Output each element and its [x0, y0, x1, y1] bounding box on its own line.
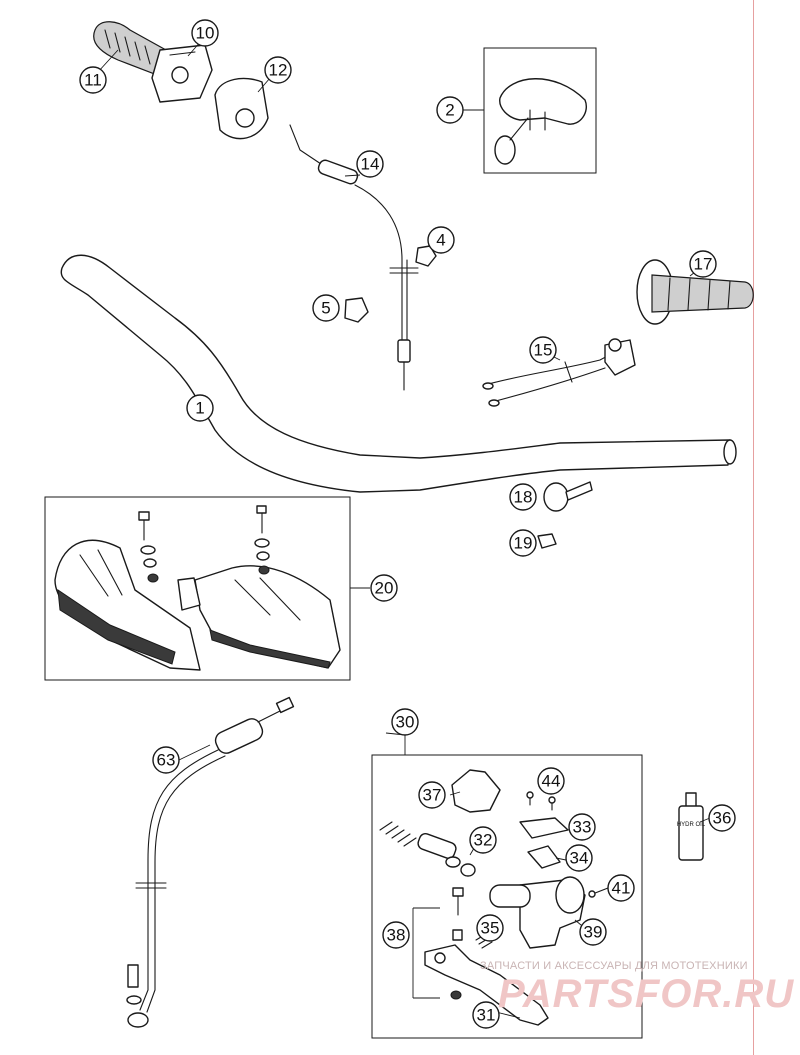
callout-2: 2	[436, 96, 464, 124]
cover-cap[interactable]	[499, 78, 587, 131]
svg-text:63: 63	[157, 751, 176, 770]
callout-34: 34	[565, 844, 593, 872]
callout-31: 31	[472, 1001, 500, 1029]
callout-36: 36	[708, 804, 736, 832]
reservoir-cover[interactable]	[519, 817, 569, 839]
svg-text:4: 4	[436, 231, 445, 250]
callout-32: 32	[469, 826, 497, 854]
clamp-bolt[interactable]	[588, 887, 609, 898]
svg-text:1: 1	[195, 399, 204, 418]
svg-text:2: 2	[445, 101, 454, 120]
svg-text:30: 30	[396, 713, 415, 732]
svg-text:18: 18	[514, 488, 533, 507]
callout-5: 5	[312, 294, 340, 322]
svg-text:41: 41	[612, 879, 631, 898]
svg-text:15: 15	[534, 341, 553, 360]
reservoir-clamp[interactable]	[451, 769, 501, 813]
hand-guard-right[interactable]	[177, 565, 341, 669]
frame-handguards	[44, 496, 351, 681]
hand-guard-left[interactable]	[54, 539, 201, 671]
cable-clip[interactable]	[344, 297, 369, 323]
svg-text:19: 19	[514, 534, 533, 553]
callout-1: 1	[186, 394, 214, 422]
callout-17: 17	[689, 250, 717, 278]
callout-39: 39	[579, 918, 607, 946]
svg-text:14: 14	[361, 155, 380, 174]
callout-14: 14	[356, 150, 384, 178]
callout-12: 12	[264, 56, 292, 84]
callout-19: 19	[509, 529, 537, 557]
svg-text:32: 32	[474, 831, 493, 850]
callout-41: 41	[607, 874, 635, 902]
reservoir-diaphragm[interactable]	[527, 845, 561, 869]
callout-4: 4	[427, 226, 455, 254]
callout-38: 38	[382, 921, 410, 949]
guard-bolt-left[interactable]	[138, 511, 159, 583]
callout-15: 15	[529, 336, 557, 364]
clutch-hose[interactable]	[126, 696, 295, 1028]
lever-pivot-bolt[interactable]	[412, 887, 464, 1000]
throttle-housing[interactable]	[151, 44, 213, 103]
callout-33: 33	[568, 813, 596, 841]
svg-text:39: 39	[584, 923, 603, 942]
callout-18: 18	[509, 483, 537, 511]
cable-nut[interactable]	[415, 245, 437, 267]
rubber-cap[interactable]	[537, 533, 557, 549]
svg-text:10: 10	[196, 24, 215, 43]
cable-tie-18[interactable]	[543, 481, 593, 512]
callout-11: 11	[79, 66, 107, 94]
svg-text:44: 44	[542, 772, 561, 791]
watermark-caption: ЗАПЧАСТИ И АКСЕССУАРЫ ДЛЯ МОТОТЕХНИКИ	[480, 960, 748, 972]
svg-text:34: 34	[570, 849, 589, 868]
svg-text:38: 38	[387, 926, 406, 945]
callout-20: 20	[370, 574, 398, 602]
cable-tie[interactable]	[494, 117, 529, 165]
guard-bolt-right[interactable]	[254, 505, 270, 575]
svg-text:31: 31	[477, 1006, 496, 1025]
svg-text:35: 35	[481, 919, 500, 938]
svg-text:37: 37	[423, 786, 442, 805]
callout-35: 35	[476, 914, 504, 942]
callout-63: 63	[152, 746, 180, 774]
reservoir-cap-screws[interactable]	[526, 791, 556, 811]
throttle-cable[interactable]	[289, 124, 419, 391]
hydraulic-oil-bottle[interactable]: HYDR OIL	[677, 792, 706, 861]
piston-kit[interactable]	[379, 821, 476, 877]
svg-text:36: 36	[713, 809, 732, 828]
svg-text:5: 5	[321, 299, 330, 318]
svg-text:20: 20	[375, 579, 394, 598]
frame-part-2	[483, 47, 597, 174]
callout-leaders	[97, 39, 711, 1019]
callout-37: 37	[418, 781, 446, 809]
svg-text:33: 33	[573, 818, 592, 837]
handlebar[interactable]	[60, 254, 737, 493]
callout-30: 30	[391, 708, 419, 736]
master-cylinder-body[interactable]	[489, 876, 586, 949]
page-margin-line	[753, 0, 754, 1055]
bottle-label: HYDR OIL	[677, 822, 706, 828]
right-grip[interactable]	[636, 259, 754, 325]
clutch-lever[interactable]	[424, 944, 549, 1026]
callout-44: 44	[537, 767, 565, 795]
throttle-cover[interactable]	[214, 77, 269, 140]
frame-clutch-master	[371, 754, 643, 1039]
callout-10: 10	[191, 19, 219, 47]
watermark-brand: PARTSFOR.RU	[498, 972, 795, 1016]
kill-switch[interactable]	[482, 338, 636, 407]
svg-text:11: 11	[84, 71, 102, 90]
svg-text:17: 17	[694, 255, 713, 274]
svg-text:12: 12	[269, 61, 288, 80]
